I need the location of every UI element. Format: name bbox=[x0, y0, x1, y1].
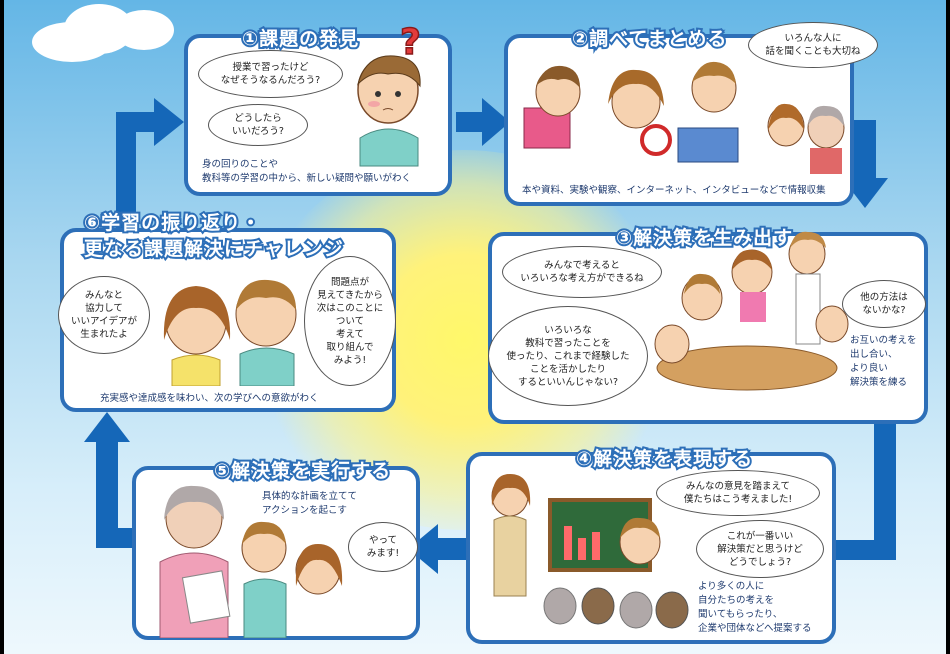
step5-title: ⑤解決策を実行する bbox=[212, 458, 392, 484]
step6-bubble-cooperate: みんなと 協力して いいアイデアが 生まれたよ bbox=[58, 276, 150, 354]
students-researching-illustration bbox=[523, 61, 739, 163]
step4-caption: より多くの人に 自分たちの考えを 聞いてもらったり、 企業や団体などへ提案する bbox=[698, 581, 812, 634]
step4-bubble-best-solution: これが一番いい 解決策だと思うけど どうでしょう? bbox=[696, 520, 824, 578]
boy-thinking-illustration bbox=[357, 55, 421, 167]
step5-caption: 具体的な計画を立てて アクションを起こす bbox=[262, 491, 358, 516]
step6-bubble-next: 問題点が 見えてきたから 次はこのことに ついて 考えて 取り組んで みよう! bbox=[304, 256, 396, 386]
step4-bubble-our-idea: みんなの意見を踏まえて 僕たちはこう考えました! bbox=[656, 470, 820, 516]
step3-bubble-together: みんなで考えると いろいろな考え方ができるね bbox=[502, 246, 662, 298]
step3-panel: みんなで考えると いろいろな考え方ができるね いろいろな 教科で習ったことを 使… bbox=[488, 231, 928, 424]
step6-panel: みんなと 協力して いいアイデアが 生まれたよ 問題点が 見えてきたから 次はこ… bbox=[58, 228, 396, 412]
step2-title: ②調べてまとめる bbox=[570, 26, 728, 52]
step1-caption: 身の回りのことや 教科等の学習の中から、新しい疑問や願いがわく bbox=[202, 159, 412, 184]
interview-illustration bbox=[767, 103, 845, 174]
elder-and-children-illustration bbox=[159, 485, 343, 638]
cloud-decoration bbox=[114, 10, 174, 50]
step1-panel: 授業で習ったけど なぜそうなるんだろう? どうしたら いいだろう? ? 身の回り… bbox=[184, 21, 452, 196]
step1-title: ①課題の発見 bbox=[240, 26, 360, 52]
step3-bubble-use-knowledge: いろいろな 教科で習ったことを 使ったり、これまで経験した ことを活かしたり す… bbox=[488, 306, 648, 406]
question-mark-icon: ? bbox=[399, 21, 421, 64]
step3-title: ③解決策を生み出す bbox=[614, 225, 794, 251]
group-discussion-illustration bbox=[654, 231, 849, 391]
presentation-illustration bbox=[491, 474, 689, 629]
step3-caption: お互いの考えを 出し合い、 より良い 解決策を練る bbox=[850, 335, 917, 388]
step1-bubble-question: 授業で習ったけど なぜそうなるんだろう? bbox=[198, 50, 343, 98]
step5-panel: 具体的な計画を立てて アクションを起こす やって みます! bbox=[132, 466, 420, 640]
step6-title-line1: ⑥学習の振り返り・ bbox=[82, 210, 262, 236]
step1-bubble-how: どうしたら いいだろう? bbox=[208, 104, 308, 146]
cycle-diagram: 授業で習ったけど なぜそうなるんだろう? どうしたら いいだろう? ? 身の回り… bbox=[4, 0, 946, 654]
step6-caption: 充実感や達成感を味わい、次の学びへの意欲がわく bbox=[100, 393, 319, 404]
step5-bubble: やって みます! bbox=[348, 522, 418, 572]
reflecting-students-illustration bbox=[163, 279, 297, 386]
step3-bubble-other-way: 他の方法は ないかな? bbox=[842, 280, 926, 328]
step2-bubble: いろんな人に 話を聞くことも大切ね bbox=[748, 22, 878, 68]
step4-panel: みんなの意見を踏まえて 僕たちはこう考えました! これが一番いい 解決策だと思う… bbox=[466, 452, 836, 644]
step2-caption: 本や資料、実験や観察、インターネット、インタビューなどで情報収集 bbox=[522, 185, 826, 196]
step2-panel: いろんな人に 話を聞くことも大切ね 本や資料、実験や観察、インターネット、インタ… bbox=[504, 22, 878, 206]
step4-title: ④解決策を表現する bbox=[574, 446, 754, 472]
step6-title-line2: 更なる課題解決にチャレンジ bbox=[82, 236, 345, 262]
